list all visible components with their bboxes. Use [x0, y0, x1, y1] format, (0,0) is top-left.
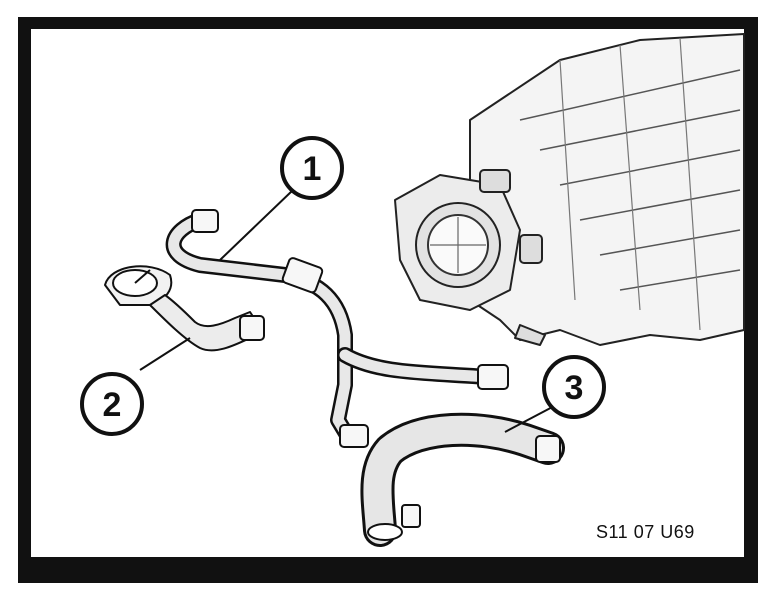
hose-1 [165, 209, 509, 448]
callout-2: 2 [80, 372, 144, 436]
drawing-code: S11 07 U69 [596, 522, 695, 542]
callout-1: 1 [280, 136, 344, 200]
callout-3: 3 [542, 355, 606, 419]
callout-2-label: 2 [103, 386, 122, 424]
intake-manifold [394, 33, 745, 346]
callout-3-label: 3 [565, 369, 584, 407]
hose-3 [360, 412, 565, 547]
leader-1 [219, 189, 294, 261]
leader-2 [139, 337, 191, 371]
callout-1-label: 1 [303, 150, 322, 188]
hose-2 [104, 265, 265, 352]
